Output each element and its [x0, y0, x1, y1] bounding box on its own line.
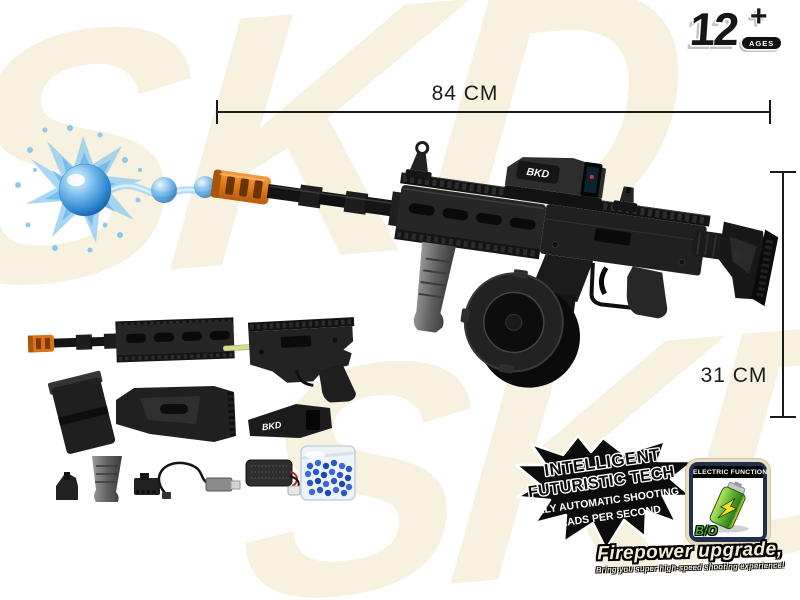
width-dimension-line [217, 111, 770, 113]
gel-bead [151, 177, 177, 203]
battery-type-label: B/O [695, 524, 718, 538]
age-number: 12 [688, 3, 739, 55]
lightning-bolt-icon [717, 497, 738, 519]
battery-badge: ELECTRIC FUNCTION [686, 459, 770, 545]
height-dimension-tick-top [770, 171, 796, 173]
sight-brand-label: BKD [526, 166, 551, 181]
muzzle-brake [210, 169, 272, 205]
water-splash-effect [15, 125, 216, 253]
foregrip [413, 241, 456, 333]
holo-sight: BKD [503, 157, 607, 211]
drum-magazine [460, 269, 580, 388]
part-usb-cable [157, 461, 241, 499]
gel-bead [58, 163, 112, 217]
battery-badge-panel: B/O [693, 477, 763, 538]
parts-layout: BKD [27, 317, 356, 502]
splash-droplets [15, 125, 142, 253]
part-stock [116, 386, 236, 442]
height-dimension-tick-bottom [770, 416, 796, 418]
footer-slogan: Firepower upgrade, Bring you super high-… [586, 539, 795, 575]
gel-bead [194, 176, 216, 198]
width-dimension-tick-left [216, 100, 218, 124]
battery-badge-title: ELECTRIC FUNCTION [693, 466, 767, 478]
height-dimension-line [782, 172, 784, 418]
starburst-badge: INTELLIGENT FUTURISTIC TECH FULLY AUTOMA… [514, 434, 696, 551]
battery-illustration [707, 481, 749, 533]
ages-label: AGES [742, 37, 782, 49]
part-battery-pack [245, 459, 301, 496]
age-plus-sign: + [750, 0, 768, 33]
part-receiver [223, 317, 356, 403]
part-gel-beads-bag [300, 445, 356, 501]
gel-beads [304, 459, 353, 497]
stock [691, 221, 779, 307]
part-magazine [48, 370, 116, 454]
handguard [394, 185, 546, 260]
age-badge: 12 + AGES [688, 2, 782, 55]
part-foregrip [92, 456, 122, 502]
front-sight [405, 140, 432, 181]
part-rail-mount [134, 473, 160, 495]
part-front-sight [56, 472, 78, 500]
height-dimension-label: 31 CM [700, 364, 768, 387]
rear-sight [612, 186, 638, 213]
part-holo-sight: BKD [248, 404, 332, 438]
barrel [266, 183, 409, 228]
width-dimension-label: 84 CM [431, 82, 499, 105]
battery-badge-frame: ELECTRIC FUNCTION [689, 462, 767, 542]
trigger-group [589, 262, 668, 319]
foregrip-ridges [418, 257, 450, 299]
main-gun: BKD [210, 140, 779, 388]
part-sight-brand-label: BKD [261, 420, 282, 433]
part-barrel-handguard [27, 317, 235, 363]
width-dimension-tick-right [769, 100, 771, 124]
